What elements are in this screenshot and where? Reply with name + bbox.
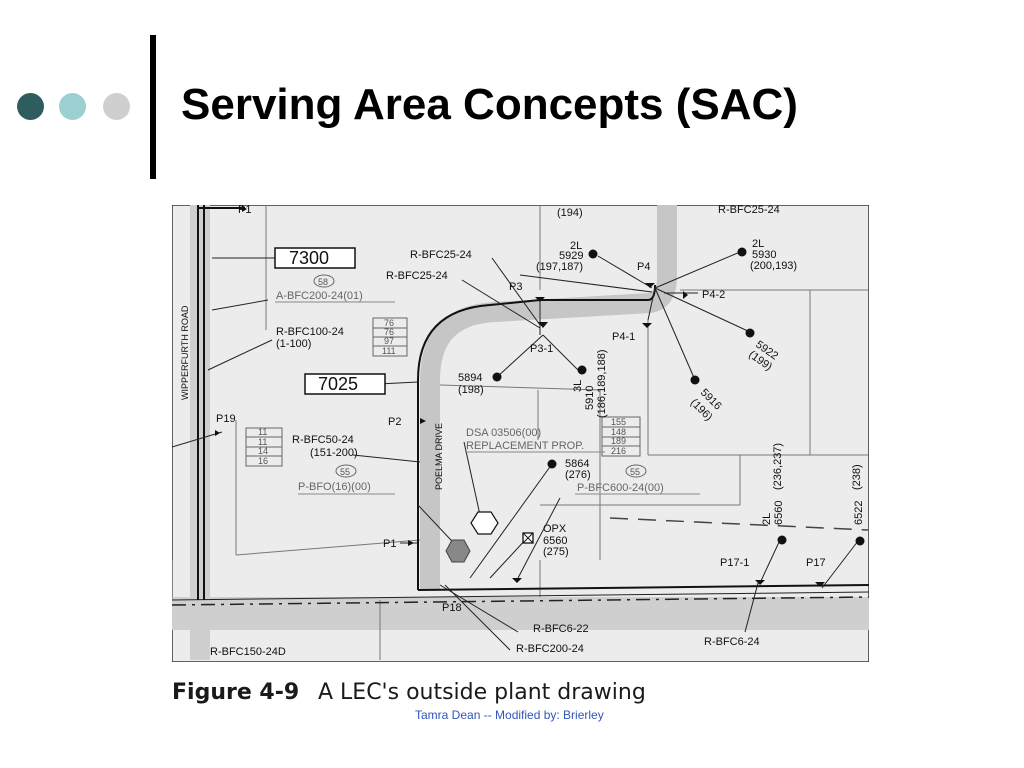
poelma-drive-band (420, 205, 677, 590)
label-opx-275: (275) (543, 546, 569, 558)
label-opx-6560: 6560 (543, 535, 567, 547)
label-circle-58: 58 (318, 277, 328, 287)
label-rbfc6-24: R-BFC6-24 (704, 636, 760, 648)
label-lot-194: (194) (557, 207, 583, 219)
label-box-7300: 7300 (289, 248, 329, 268)
label-road-wipperfurth: WIPPERFURTH ROAD (180, 305, 190, 400)
bullet-dot-dark (17, 93, 44, 120)
label-rbfc200-24: R-BFC200-24 (516, 643, 584, 655)
label-rbfc150: R-BFC150-24D (210, 646, 286, 658)
label-n11a: 11 (258, 427, 267, 437)
label-p18: P18 (442, 602, 462, 614)
label-n76a: 76 (384, 318, 394, 328)
label-rbfc25-24-topright: R-BFC25-24 (718, 205, 780, 216)
label-abfc200: A-BFC200-24(01) (276, 290, 363, 302)
label-n11b: 11 (258, 437, 267, 447)
label-p1-top: P1 (238, 205, 251, 216)
label-lot-236-237: (236,237) (772, 443, 784, 490)
label-lot-200-193: (200,193) (750, 260, 797, 272)
label-lot-6522: 6522 (853, 501, 865, 525)
label-lot-5930: 5930 (752, 249, 776, 261)
label-2l-b: 2L (752, 238, 764, 250)
label-lot-186-189-188: (186,189,188) (596, 350, 608, 419)
label-n216: 216 (611, 446, 626, 456)
label-lot-3l: 3L (572, 380, 584, 392)
label-p17: P17 (806, 557, 826, 569)
label-lot-276: (276) (565, 469, 591, 481)
label-range-1-100: (1-100) (276, 338, 311, 350)
label-dsa: DSA 03506(00) (466, 427, 541, 439)
label-lot-197-187: (197,187) (536, 261, 583, 273)
label-lot-238: (238) (851, 464, 863, 490)
bullet-dot-light (59, 93, 86, 120)
label-n97: 97 (384, 336, 394, 346)
label-p19: P19 (216, 413, 236, 425)
label-p4-1: P4-1 (612, 331, 635, 343)
label-rbfc6-22: R-BFC6-22 (533, 623, 589, 635)
figure-caption-label: Figure 4-9 (172, 680, 300, 705)
label-lot-5910: 5910 (584, 386, 596, 410)
label-p3-1: P3-1 (530, 343, 553, 355)
slide-footer-credit: Tamra Dean -- Modified by: Brierley (415, 708, 604, 722)
label-lot-6560-vertical: 6560 (773, 501, 785, 525)
label-rbfc50: R-BFC50-24 (292, 434, 354, 446)
label-circle-55a: 55 (340, 467, 350, 477)
bottom-road-band (172, 597, 869, 630)
label-n148: 148 (611, 427, 626, 437)
label-p1: P1 (383, 538, 396, 550)
label-n155: 155 (611, 417, 626, 427)
label-range-151-200: (151-200) (310, 447, 358, 459)
label-lot-5894: 5894 (458, 372, 482, 384)
label-replacement: REPLACEMENT PROP. (466, 440, 584, 452)
label-n16: 16 (258, 456, 268, 466)
label-n111: 111 (382, 346, 396, 356)
label-p3: P3 (509, 281, 522, 293)
pedestal-symbol (470, 511, 499, 535)
label-pbfc600: P-BFC600-24(00) (577, 482, 664, 494)
label-lot-5864: 5864 (565, 458, 589, 470)
label-p4: P4 (637, 261, 650, 273)
label-opx: OPX (543, 523, 567, 535)
outside-plant-drawing: P1 (194) R-BFC25-24 7300 R-BFC25-24 2L 5… (172, 205, 869, 662)
label-n76b: 76 (384, 327, 394, 337)
label-rbfc25-24-b: R-BFC25-24 (386, 270, 448, 282)
label-rbfc100: R-BFC100-24 (276, 326, 344, 338)
label-n14: 14 (258, 446, 268, 456)
title-divider (150, 35, 156, 179)
label-rbfc25-24-a: R-BFC25-24 (410, 249, 472, 261)
label-lot-198: (198) (458, 384, 484, 396)
figure-caption-text: A LEC's outside plant drawing (318, 680, 646, 705)
pedestal-shaded-symbol (445, 539, 471, 563)
label-2l-c: 2L (761, 513, 773, 525)
label-p4-2: P4-2 (702, 289, 725, 301)
wipperfurth-road-band (190, 205, 210, 660)
slide-title: Serving Area Concepts (SAC) (181, 80, 798, 129)
bullet-dot-gray (103, 93, 130, 120)
label-n189: 189 (611, 436, 626, 446)
label-lot-5929: 5929 (559, 250, 583, 262)
label-poelma-drive: POELMA DRIVE (434, 423, 444, 490)
label-2l-a: 2L (570, 240, 582, 252)
label-p2: P2 (388, 416, 401, 428)
label-circle-55b: 55 (630, 467, 640, 477)
label-box-7025: 7025 (318, 374, 358, 394)
label-p17-1: P17-1 (720, 557, 749, 569)
label-pbfo16: P-BFO(16)(00) (298, 481, 371, 493)
